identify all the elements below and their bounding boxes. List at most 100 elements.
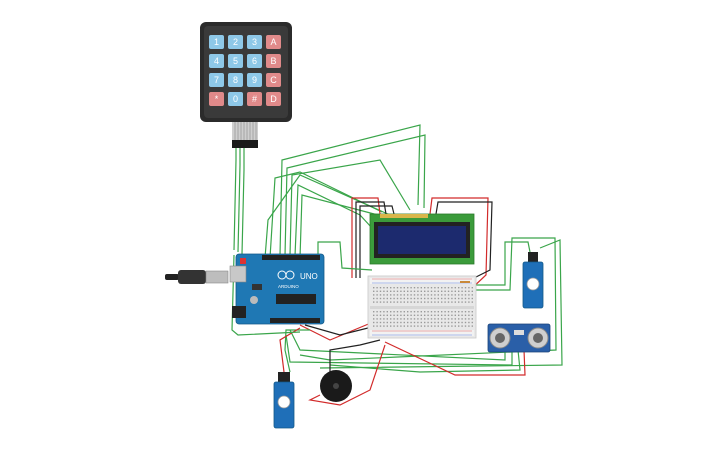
servo-right-horn-icon[interactable] xyxy=(526,277,540,291)
arduino-regulator xyxy=(252,284,262,290)
keypad-key[interactable]: 0 xyxy=(228,92,243,106)
lcd-pin-header[interactable] xyxy=(380,214,428,218)
wire-ultra-2[interactable] xyxy=(285,334,513,366)
arduino-capacitor xyxy=(250,296,258,304)
wire-ultra-red[interactable] xyxy=(384,341,526,376)
keypad-key-cap xyxy=(266,54,281,68)
arduino-brand-label: ARDUINO xyxy=(278,284,299,289)
keypad-key-cap xyxy=(247,92,262,106)
arduino-chip xyxy=(276,294,316,304)
wire-buzzer-1[interactable] xyxy=(329,339,381,378)
wire-keypad-2[interactable] xyxy=(237,148,241,253)
wire-ard-bb-black[interactable] xyxy=(304,324,381,336)
wire-servo-bottom-green[interactable] xyxy=(284,329,310,373)
arduino-header-top[interactable] xyxy=(262,255,320,260)
keypad-key-label: 3 xyxy=(252,37,257,47)
wire-servo-bottom-red[interactable] xyxy=(279,327,301,373)
keypad-key-cap xyxy=(247,73,262,87)
wire-keypad-3[interactable] xyxy=(241,148,245,255)
wire-lcd-black-3[interactable] xyxy=(435,201,493,281)
keypad-key-cap xyxy=(209,54,224,68)
wire-ultra-1[interactable] xyxy=(289,329,506,361)
arduino-logo-icon-2 xyxy=(285,270,295,280)
buzzer-hole xyxy=(333,383,339,389)
keypad-key-cap xyxy=(266,92,281,106)
keypad-key-label: 5 xyxy=(233,56,238,66)
keypad-key[interactable]: 9 xyxy=(247,73,262,87)
wire-lcd-black-2[interactable] xyxy=(359,205,395,278)
breadboard-rail-top xyxy=(370,278,474,284)
wire-ultra-3[interactable] xyxy=(329,349,521,373)
piezo-buzzer[interactable] xyxy=(320,370,352,402)
arduino-usb-port[interactable] xyxy=(229,265,247,283)
keypad-key-cap xyxy=(266,35,281,49)
servo-motor-bottom[interactable] xyxy=(273,372,295,429)
keypad-key[interactable]: 6 xyxy=(247,54,262,68)
usb-cable[interactable] xyxy=(165,270,229,284)
servo-motor-right[interactable] xyxy=(522,252,544,309)
wire-loop-2[interactable] xyxy=(284,134,426,257)
keypad-key[interactable]: 1 xyxy=(209,35,224,49)
wire-keypad-1[interactable] xyxy=(233,148,237,251)
wire-servo-right-3[interactable] xyxy=(319,239,563,369)
keypad-key[interactable]: 4 xyxy=(209,54,224,68)
keypad-key-label: # xyxy=(252,94,257,104)
keypad-key-label: 7 xyxy=(214,75,219,85)
wire-lcd-black-1[interactable] xyxy=(355,201,387,278)
keypad-key-label: 8 xyxy=(233,75,238,85)
keypad-key[interactable]: 3 xyxy=(247,35,262,49)
wire-lcd-red-2[interactable] xyxy=(429,197,489,291)
wire-left-loop[interactable] xyxy=(231,254,301,336)
servo-bottom-horn-icon[interactable] xyxy=(277,395,291,409)
servo-right-connector[interactable] xyxy=(528,252,538,262)
keypad-key[interactable]: C xyxy=(266,73,281,87)
keypad-key[interactable]: 2 xyxy=(228,35,243,49)
keypad-key-label: 4 xyxy=(214,56,219,66)
arduino-power-jack[interactable] xyxy=(232,306,246,318)
usb-plug-metal xyxy=(205,270,229,284)
servo-bottom-connector[interactable] xyxy=(278,372,290,382)
keypad-key[interactable]: B xyxy=(266,54,281,68)
wire-ard-bb-green[interactable] xyxy=(317,241,373,271)
wire-loop-1[interactable] xyxy=(279,124,421,257)
wire-loop-6[interactable] xyxy=(269,171,383,259)
keypad-key[interactable]: A xyxy=(266,35,281,49)
keypad-key[interactable]: 7 xyxy=(209,73,224,87)
ultrasonic-sensor[interactable] xyxy=(487,323,551,353)
wire-servo-right-1[interactable] xyxy=(470,241,531,286)
keypad-key[interactable]: # xyxy=(247,92,262,106)
usb-plug-tip xyxy=(165,274,179,280)
arduino-uno[interactable]: UNO ARDUINO xyxy=(229,253,325,325)
breadboard-holes[interactable] xyxy=(373,287,473,327)
keypad-key-cap xyxy=(209,35,224,49)
keypad-key-label: 1 xyxy=(214,37,219,47)
keypad-key[interactable]: 8 xyxy=(228,73,243,87)
usb-plug-body xyxy=(178,270,206,284)
breadboard-center-gap xyxy=(370,306,474,309)
keypad-header[interactable] xyxy=(232,140,258,148)
keypad-key-cap xyxy=(247,35,262,49)
arduino-board xyxy=(235,253,325,325)
keypad-key-label: 2 xyxy=(233,37,238,47)
keypad-key-label: 9 xyxy=(252,75,257,85)
wire-buzzer-2[interactable] xyxy=(308,344,386,406)
wire-loop-4[interactable] xyxy=(294,184,373,257)
keypad-key[interactable]: D xyxy=(266,92,281,106)
lcd-16x2[interactable] xyxy=(369,213,475,265)
breadboard[interactable] xyxy=(367,275,477,339)
arduino-reset-button[interactable] xyxy=(240,258,246,264)
keypad-key-label: C xyxy=(270,75,277,85)
arduino-header-bottom[interactable] xyxy=(270,318,320,323)
wire-loop-5[interactable] xyxy=(299,194,379,259)
keypad-key-label: D xyxy=(270,94,277,104)
keypad-key[interactable]: * xyxy=(209,92,224,106)
arduino-model-label: UNO xyxy=(300,272,318,281)
keypad-ribbon-lines xyxy=(234,122,257,140)
keypad-ribbon xyxy=(232,122,258,140)
wire-loop-7[interactable] xyxy=(264,174,391,259)
keypad-key[interactable]: 5 xyxy=(228,54,243,68)
wire-loop-3[interactable] xyxy=(289,159,411,257)
